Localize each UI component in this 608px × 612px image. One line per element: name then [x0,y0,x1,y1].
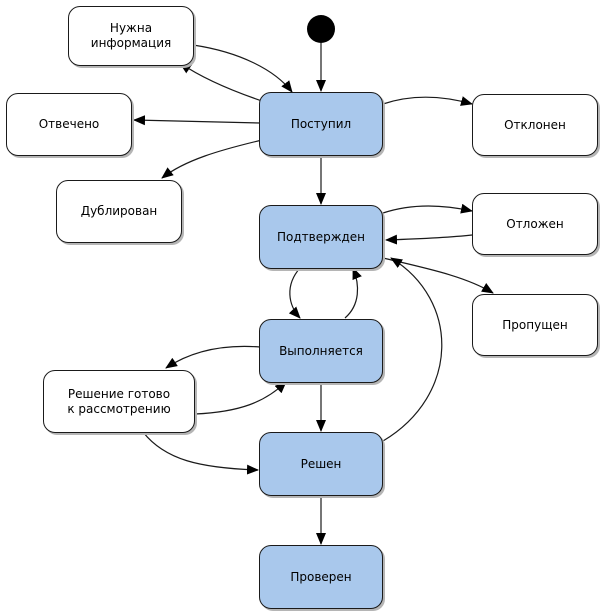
edge-postponed-confirmed [385,234,473,245]
edge-ready-resolved [142,431,259,475]
edge-inprogress-confirmed [344,267,362,319]
state-postponed: Отложен [472,193,598,255]
initial-state-dot [307,15,335,43]
state-rejected: Отклонен [472,94,598,156]
state-answered: Отвечено [6,93,132,156]
edge-ready-inprogress [194,381,287,415]
edge-incoming-needinfo [179,62,266,103]
edge-incoming-duplicated [161,139,263,179]
edge-needinfo-incoming [192,44,293,93]
state-resolved: Решен [259,432,383,496]
state-verified: Проверен [259,545,383,609]
edge-inprogress-ready [165,345,261,369]
state-confirmed: Подтвержден [259,205,383,269]
state-ready-for-review: Решение готово к рассмотрению [43,370,195,433]
state-duplicated: Дублирован [56,180,182,243]
state-need-info: Нужна информация [68,6,194,66]
state-incoming: Поступил [259,92,383,156]
state-skipped: Пропущен [472,294,598,356]
edge-incoming-rejected [382,96,473,106]
edge-resolved-confirmed [382,257,443,442]
edge-incoming-answered [133,115,261,126]
edge-confirmed-postponed [382,203,473,214]
state-in-progress: Выполняется [259,319,383,383]
edge-confirmed-inprogress [288,267,301,319]
